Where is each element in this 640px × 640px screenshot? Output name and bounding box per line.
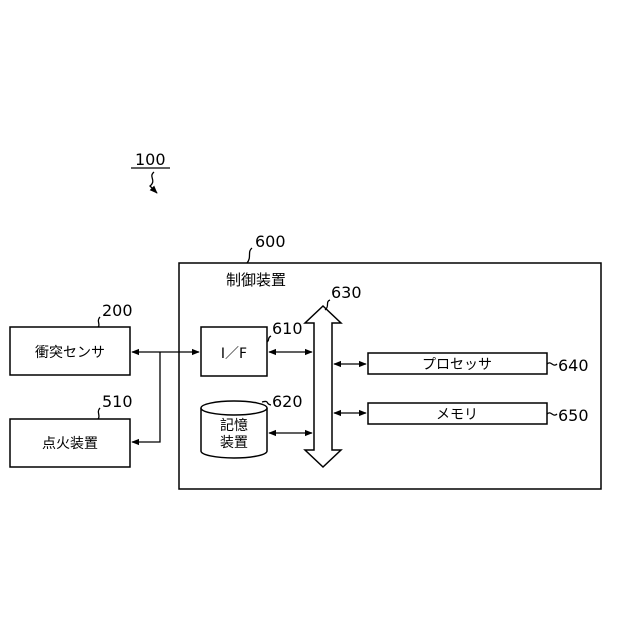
- memory-ref: 650: [558, 406, 589, 425]
- storage-label-line2: 装置: [220, 435, 248, 451]
- interface-ignition-link: [132, 352, 160, 442]
- control-device-label: 制御装置: [226, 271, 286, 289]
- bus-ref: 630: [331, 283, 362, 302]
- collision-sensor-ref: 200: [102, 301, 133, 320]
- collision-sensor-label: 衝突センサ: [35, 345, 105, 361]
- control-device-ref: 600: [255, 232, 286, 251]
- storage-label-line1: 記憶: [220, 417, 248, 434]
- interface-label: I／F: [221, 346, 247, 362]
- processor-label: プロセッサ: [422, 357, 492, 373]
- ignition-device-ref: 510: [102, 392, 133, 411]
- interface-ref: 610: [272, 319, 303, 338]
- storage-cylinder-top: [201, 401, 267, 415]
- ignition-device-label: 点火装置: [42, 436, 98, 452]
- collision-sensor-leader: [98, 317, 100, 327]
- processor-ref: 640: [558, 356, 589, 375]
- control-device-leader: [247, 248, 252, 263]
- memory-label: メモリ: [436, 407, 478, 423]
- system-ref-leader: [150, 172, 157, 193]
- system-ref-label: 100: [135, 150, 166, 169]
- ignition-device-leader: [98, 408, 100, 419]
- storage-ref: 620: [272, 392, 303, 411]
